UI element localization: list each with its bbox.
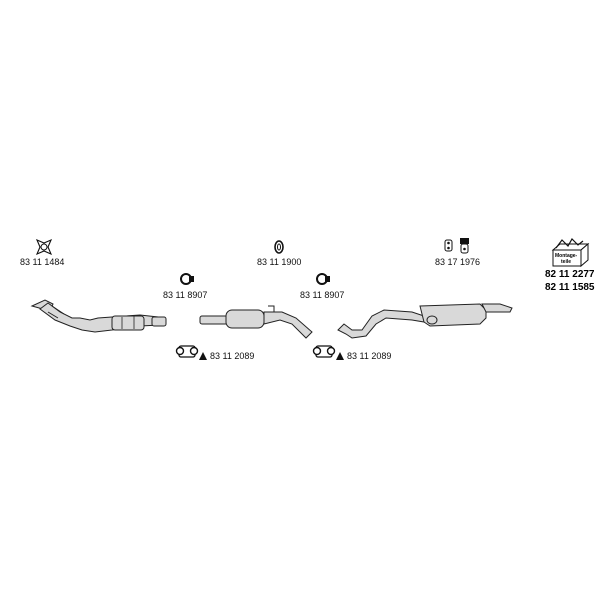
part-number-connector-right: 83 11 2089 (347, 351, 391, 361)
front-pipe-catalytic-converter[interactable] (30, 299, 167, 333)
warning-triangle-icon (199, 352, 207, 360)
mounting-kit-box-icon[interactable]: Montage- teile (551, 238, 590, 268)
rubber-hanger-icon[interactable] (444, 238, 469, 254)
rear-silencer[interactable] (337, 303, 513, 339)
pipe-connector-icon[interactable] (312, 345, 336, 358)
part-number-connector-left: 83 11 2089 (210, 351, 254, 361)
part-number-gasket: 83 11 1484 (20, 257, 64, 267)
part-number-hangers: 83 17 1976 (435, 257, 480, 267)
part-number-kit-2: 82 11 1585 (545, 282, 595, 293)
part-number-kit-1: 82 11 2277 (545, 269, 595, 280)
warning-triangle-icon (336, 352, 344, 360)
part-number-clamp-right: 83 11 8907 (300, 290, 344, 300)
part-number-clamp-left: 83 11 8907 (163, 290, 207, 300)
part-number-ring-clamp: 83 11 1900 (257, 257, 301, 267)
ring-clamp-icon[interactable] (274, 240, 284, 254)
middle-silencer[interactable] (199, 305, 313, 339)
clamp-icon[interactable] (180, 273, 194, 285)
pipe-connector-icon[interactable] (175, 345, 199, 358)
clamp-icon[interactable] (316, 273, 330, 285)
kit-box-label-1: Montage- (555, 253, 578, 259)
gasket-icon[interactable] (35, 238, 53, 256)
kit-box-label-2: teile (561, 259, 571, 265)
